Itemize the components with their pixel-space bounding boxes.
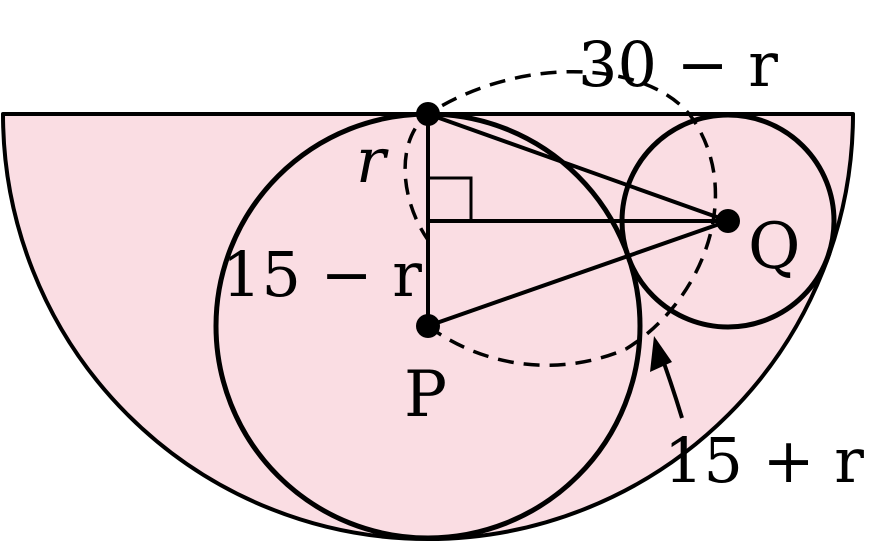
dashed-arc-q	[403, 70, 718, 351]
label-point-q: Q	[748, 210, 800, 284]
circle-p	[213, 114, 643, 541]
label-point-p: P	[404, 358, 447, 432]
segment-p-q	[427, 219, 729, 328]
label-top-distance: 30 − r	[578, 28, 778, 101]
segment-top-q	[427, 112, 729, 223]
right-angle-marker	[428, 176, 473, 221]
top-point	[416, 102, 440, 126]
point-p-dot	[416, 314, 440, 338]
dashed-arc	[426, 324, 627, 368]
label-center-distance: 15 + r	[664, 424, 864, 497]
arrow-head	[650, 336, 672, 372]
point-q-dot	[716, 209, 740, 233]
label-small-radius: r	[356, 124, 389, 197]
label-vertical-segment: 15 − r	[222, 238, 422, 311]
